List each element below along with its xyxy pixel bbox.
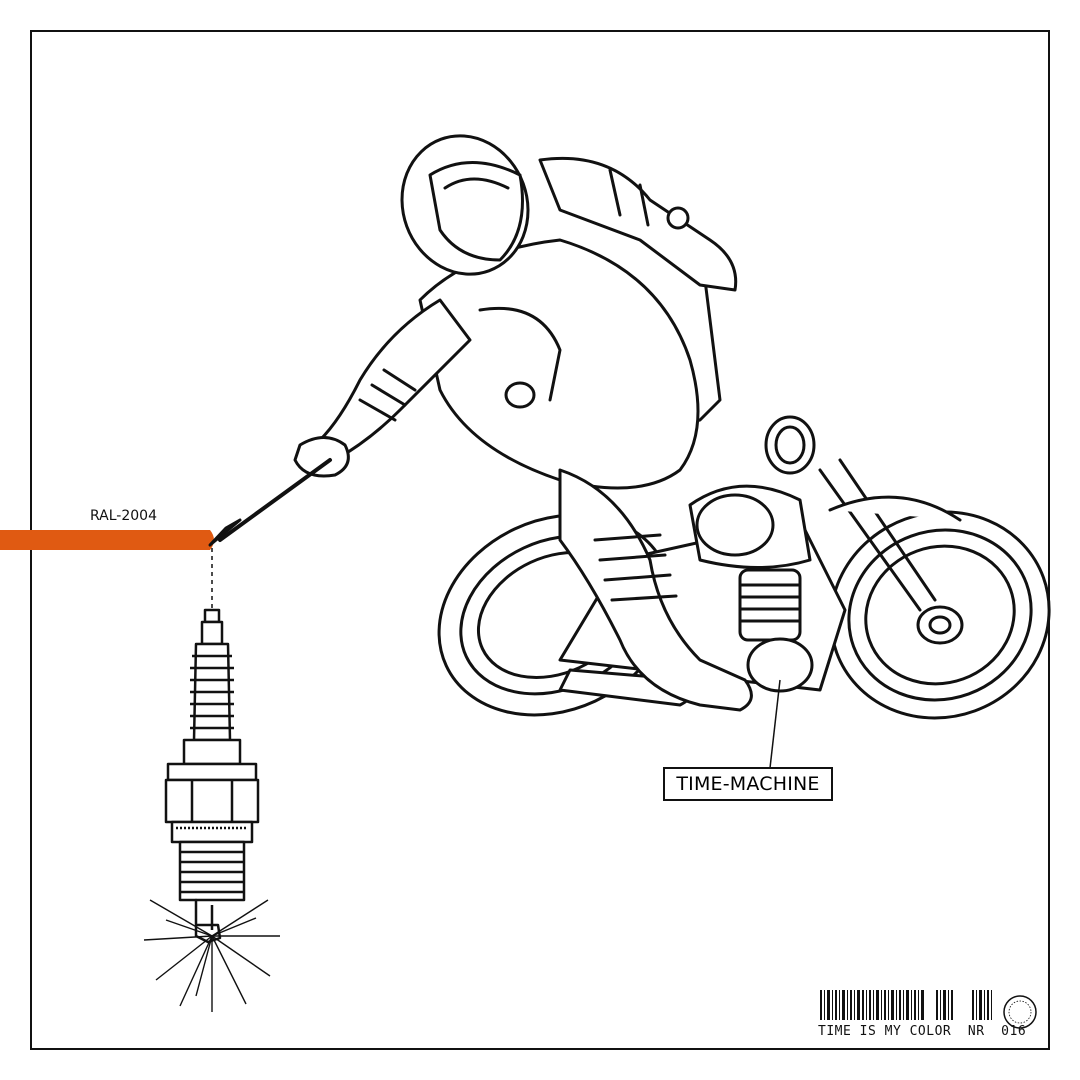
orange-paint-stroke <box>0 530 214 550</box>
color-code-label: RAL-2004 <box>90 508 157 524</box>
time-machine-leader-line <box>769 679 781 769</box>
spark-rays <box>143 899 280 1012</box>
astronaut-rider-illustration <box>208 134 775 712</box>
time-machine-label-box: TIME-MACHINE <box>663 767 833 801</box>
spark-plug-illustration <box>164 608 260 944</box>
barcode-icon <box>820 990 992 1020</box>
circular-stamp-icon <box>1003 995 1037 1029</box>
footer-caption: TIME IS MY COLOR NR 016 <box>818 1024 1027 1039</box>
time-machine-label: TIME-MACHINE <box>676 773 820 795</box>
